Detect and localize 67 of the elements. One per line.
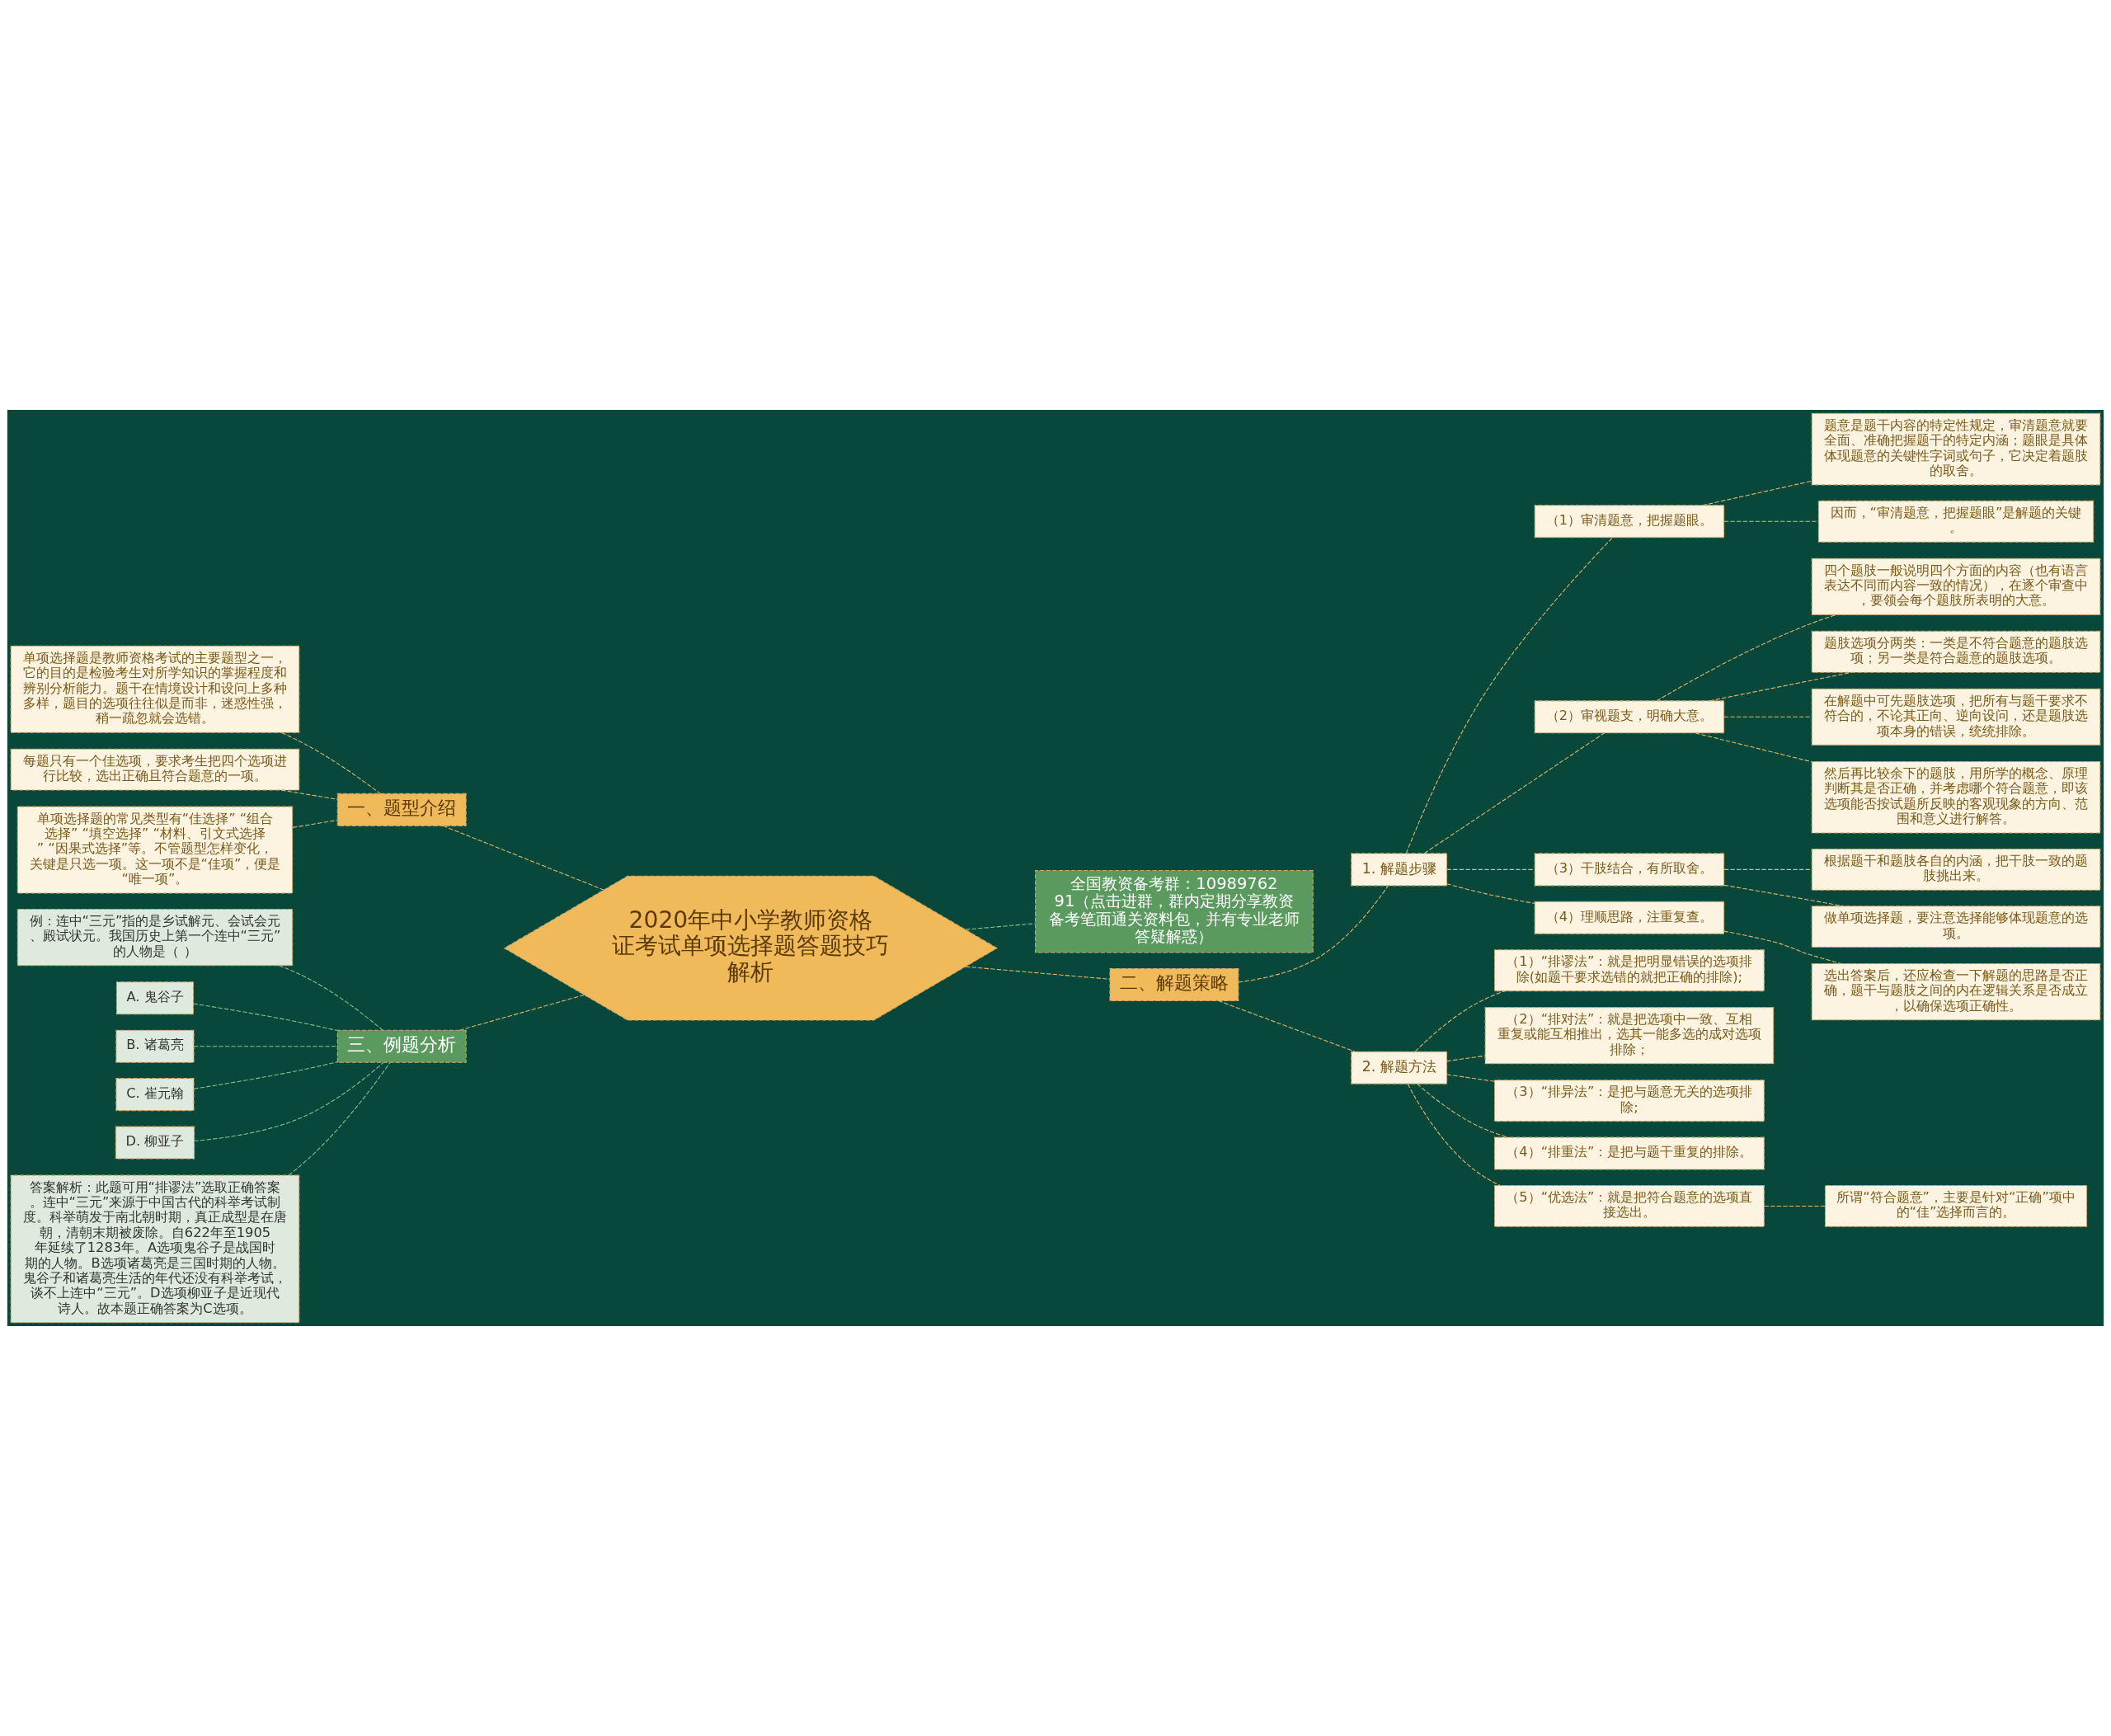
- connector: [1446, 868, 1535, 870]
- node-box: 一、题型介绍: [336, 793, 467, 826]
- node-box: 所谓“符合题意”，主要是针对“正确”项中的“佳”选择而言的。: [1824, 1185, 2088, 1227]
- connector: [1407, 1084, 1501, 1186]
- connector: [1656, 614, 1837, 702]
- connector: [281, 732, 381, 794]
- connector: [1695, 732, 1812, 763]
- connector: [458, 994, 585, 1031]
- node-box: 单项选择题的常见类型有“佳选择” “组合选择” “填空选择” “材料、引文式选择” “因果式选择”等。不管题型怎样变化，关键是只选一项。这一项不是“佳项”，便是“唯一项”。: [16, 806, 294, 894]
- connector: [1417, 1083, 1508, 1138]
- connector: [193, 1046, 338, 1047]
- node-box: （3）干肢结合，有所取舍。: [1534, 853, 1725, 887]
- node-box: 答案解析：此题可用“排谬法”选取正确答案。连中“三元”来源于中国古代的科举考试制度。科举萌发于南北朝时期，真正成型是在唐朝，清朝末期被废除。自622年至1905年延续了1283年。A选项鬼谷子是战国时期的人物。B选项诸葛亮是三国时期的人物。鬼谷子和诸葛亮生活的年代还没有科举考试，谈不上连中“三元”。D选项柳亚子是近现代诗人。故本题正确答案为C选项。: [10, 1174, 300, 1324]
- connector: [965, 966, 1111, 980]
- connector: [442, 825, 604, 891]
- connector: [1702, 480, 1812, 506]
- node-box: 全国教资备考群：1098976291（点击进群，群内定期分享教资备考笔面通关资料包，并有专业老师答疑解惑）: [1035, 869, 1314, 953]
- node-box: 题肢选项分两类：一类是不符合题意的题肢选项；另一类是符合题意的题肢选项。: [1811, 630, 2101, 673]
- connector: [1723, 520, 1819, 522]
- connector: [1238, 885, 1389, 983]
- node-box: （5）“优选法”：就是把符合题意的选项直接选出。: [1493, 1185, 1765, 1227]
- connector: [1723, 930, 1842, 965]
- connector: [1446, 883, 1535, 905]
- node-box: 因而，“审清题意，把握题眼”是解题的关键。: [1817, 500, 2095, 543]
- connector: [1405, 537, 1614, 854]
- connector: [1723, 716, 1812, 717]
- connector: [292, 819, 338, 828]
- connector: [278, 965, 383, 1031]
- connector: [1414, 990, 1506, 1052]
- connector: [280, 789, 338, 800]
- node-box: 四个题肢一般说明四个方面的内容（也有语言表达不同而内容一致的情况），在逐个审查中，要领会每个题肢所表明的大意。: [1811, 557, 2101, 615]
- node-box: A. 鬼谷子: [115, 981, 195, 1015]
- node-box: 在解题中可先题肢选项，把所有与题干要求不符合的，不论其正向、逆向设问，还是题肢选项本身的错误，统统排除。: [1811, 688, 2101, 746]
- node-box: B. 诸葛亮: [115, 1029, 195, 1063]
- connector: [194, 1061, 384, 1141]
- node-box: （2）审视题支，明确大意。: [1534, 700, 1725, 734]
- node-box: （2）“排对法”：就是把选项中一致、互相重复或能互相推出，选其一能多选的成对选项排除；: [1484, 1007, 1775, 1065]
- node-box: （4）理顺思路，注重复查。: [1534, 901, 1725, 934]
- connector: [1723, 868, 1812, 870]
- connector: [288, 1062, 391, 1176]
- connector: [1723, 884, 1845, 907]
- node-box: 二、解题策略: [1109, 968, 1239, 1002]
- connector: [193, 1061, 338, 1089]
- node-box: 选出答案后，还应检查一下解题的思路是否正确，题干与题肢之间的内在逻辑关系是否成立，以确保选项正确性。: [1811, 963, 2101, 1021]
- node-box: （1）“排谬法”：就是把明显错误的选项排除(如题干要求选错的就把正确的排除);: [1493, 949, 1765, 992]
- node-box: （3）“排异法”：是把与题意无关的选项排除;: [1493, 1080, 1765, 1122]
- node-box: 例：连中“三元”指的是乡试解元、会试会元、殿试状元。我国历史上第一个连中“三元”的人物是（ ）: [16, 909, 294, 967]
- node-box: 题意是题干内容的特定性规定，审清题意就要全面、准确把握题干的特定内涵；题眼是具体体现题意的关键性字词或句子，它决定着题肢的取舍。: [1811, 412, 2101, 486]
- connector: [1217, 1000, 1356, 1052]
- connector: [193, 1003, 338, 1032]
- node-box: 每题只有一个佳选项，要求考生把四个选项进行比较，选出正确且符合题意的一项。: [10, 748, 300, 791]
- node-box: 做单项选择题，要注意选择能够体现题意的选项。: [1811, 906, 2101, 948]
- connector: [1423, 732, 1605, 854]
- node-box: 单项选择题是教师资格考试的主要题型之一，它的目的是检验考生对所学知识的掌握程度和辨别分析能力。题干在情境设计和设问上多种多样，题目的选项往往似是而非，迷惑性强，稍一疏忽就会选错。: [10, 645, 300, 733]
- node-box: （1）审清题意，把握题眼。: [1534, 505, 1725, 539]
- node-box: 根据题干和题肢各自的内涵，把干肢一致的题肢挑出来。: [1811, 848, 2101, 891]
- connector: [1446, 1074, 1495, 1082]
- connector: [965, 923, 1036, 930]
- node-box: 2. 解题方法: [1351, 1051, 1448, 1084]
- node-box: 然后再比较余下的题肢，用所学的概念、原理判断其是否正确，并考虑哪个符合题意，即该选项能否按试题所反映的客观现象的方向、范围和意义进行解答。: [1811, 760, 2101, 834]
- node-box: D. 柳亚子: [115, 1126, 195, 1160]
- node-box: 1. 解题步骤: [1351, 853, 1448, 887]
- node-box: （4）“排重法”：是把与题干重复的排除。: [1493, 1136, 1765, 1170]
- node-box: C. 崔元翰: [115, 1078, 195, 1112]
- connector: [1763, 1205, 1826, 1207]
- connector: [1446, 1055, 1486, 1062]
- node-box: 三、例题分析: [336, 1029, 467, 1063]
